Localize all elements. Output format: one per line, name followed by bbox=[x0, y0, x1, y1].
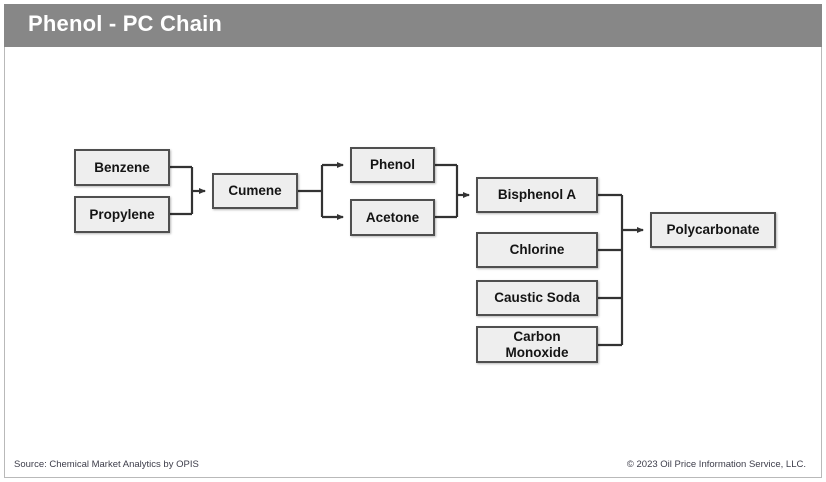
header-bar bbox=[4, 4, 822, 47]
node-bisphenol-a[interactable]: Bisphenol A bbox=[476, 177, 598, 213]
page-title: Phenol - PC Chain bbox=[28, 11, 223, 36]
node-chlorine[interactable]: Chlorine bbox=[476, 232, 598, 268]
node-benzene[interactable]: Benzene bbox=[74, 149, 170, 186]
node-cumene[interactable]: Cumene bbox=[212, 173, 298, 209]
node-polycarbonate[interactable]: Polycarbonate bbox=[650, 212, 776, 248]
node-propylene[interactable]: Propylene bbox=[74, 196, 170, 233]
node-caustic-soda[interactable]: Caustic Soda bbox=[476, 280, 598, 316]
node-phenol[interactable]: Phenol bbox=[350, 147, 435, 183]
copyright-note: © 2023 Oil Price Information Service, LL… bbox=[626, 459, 806, 470]
node-acetone[interactable]: Acetone bbox=[350, 199, 435, 236]
source-note: Source: Chemical Market Analytics by OPI… bbox=[14, 459, 199, 470]
node-carbon-monoxide[interactable]: Carbon Monoxide bbox=[476, 326, 598, 363]
